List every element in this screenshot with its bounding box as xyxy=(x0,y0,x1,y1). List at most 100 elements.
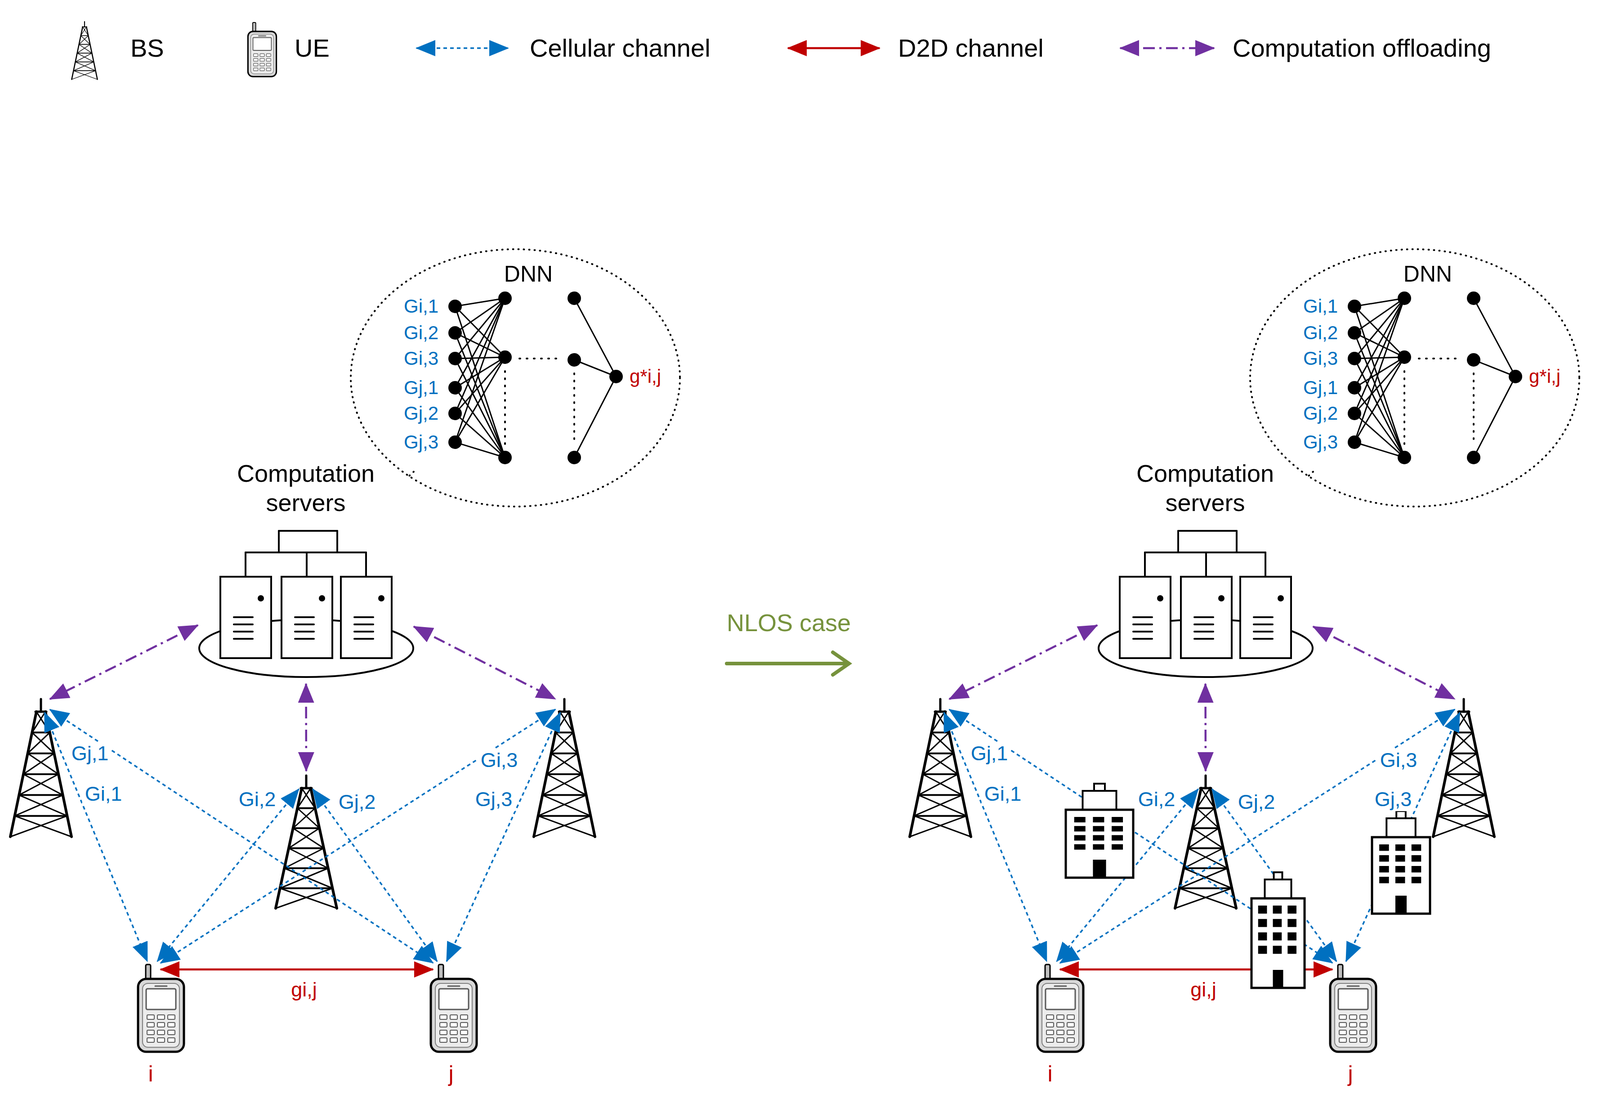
phone-key xyxy=(460,1014,468,1019)
building-window xyxy=(1074,816,1086,823)
network-io-label: Gj,3 xyxy=(1303,431,1338,453)
building-window xyxy=(1287,918,1297,927)
callout-title: DNN xyxy=(1403,261,1453,288)
server-vent xyxy=(233,630,253,633)
server-led xyxy=(378,594,385,602)
server-vent xyxy=(1253,616,1273,618)
phone-key xyxy=(1046,1037,1054,1042)
network-weight xyxy=(455,357,506,388)
tower-strut xyxy=(1437,794,1486,816)
phone-screen xyxy=(1045,988,1076,1010)
building-window xyxy=(1379,865,1390,872)
server-vent xyxy=(1133,623,1153,626)
phone-key xyxy=(157,1029,165,1035)
network-io-label: Gj,1 xyxy=(1303,376,1338,399)
callout-title: DNN xyxy=(504,261,553,288)
tower-strut xyxy=(1192,808,1215,829)
tower-strut xyxy=(1179,887,1233,890)
server-box xyxy=(1180,576,1232,658)
dnn-callout: DNNGi,1Gi,2Gi,3Gj,1Gj,2Gj,3g*i,j xyxy=(348,247,682,509)
phone-body xyxy=(1330,978,1377,1052)
phone-key xyxy=(1056,1014,1064,1019)
dnn-ellipse xyxy=(350,249,680,507)
phone-key xyxy=(253,67,259,71)
server-link xyxy=(1144,551,1210,554)
network-weight xyxy=(1354,332,1405,358)
tower-strut xyxy=(1437,815,1495,837)
tower-strut xyxy=(1446,773,1482,775)
neuron xyxy=(498,350,512,364)
phone-key xyxy=(1339,1014,1347,1019)
building-window xyxy=(1111,825,1123,832)
tower-strut xyxy=(546,773,582,775)
tower-strut xyxy=(1433,815,1490,837)
server-link xyxy=(245,551,311,554)
phone-key xyxy=(1046,1022,1054,1027)
server-link xyxy=(244,552,247,577)
phone-icon xyxy=(138,964,184,1052)
server-heading: Computation servers xyxy=(215,458,396,518)
tower-strut xyxy=(23,773,59,775)
network-weight xyxy=(455,298,506,307)
neuron xyxy=(498,450,512,465)
phone-key xyxy=(147,1029,155,1035)
tower-strut xyxy=(1188,827,1219,849)
tower-strut xyxy=(909,815,967,837)
server-vent xyxy=(1194,637,1214,640)
building-window xyxy=(1258,932,1268,941)
tower-strut xyxy=(288,847,324,850)
building-window xyxy=(1411,876,1422,883)
building-window xyxy=(1074,825,1086,832)
phone-key xyxy=(259,63,265,67)
neuron xyxy=(498,291,512,305)
tower-strut xyxy=(1454,732,1477,753)
building-window xyxy=(1111,844,1123,850)
server-cluster-drawing xyxy=(199,530,414,677)
server-vent xyxy=(1194,616,1214,618)
phone-key xyxy=(1056,1037,1064,1042)
building-window xyxy=(1074,844,1086,850)
tower-strut xyxy=(75,61,94,63)
tower-strut xyxy=(284,848,324,869)
phone-key xyxy=(1349,1037,1357,1042)
base-station xyxy=(555,694,574,713)
channel-gain-label: Gj,1 xyxy=(968,741,1011,765)
base-station-tower xyxy=(533,698,595,837)
tower-strut xyxy=(297,808,320,829)
tower-strut xyxy=(1188,848,1228,869)
phone-screen xyxy=(146,988,176,1010)
phone-key xyxy=(450,1014,458,1019)
d2d-gain-label: gi,j xyxy=(1187,977,1220,1002)
tower-strut xyxy=(275,888,333,909)
building-door xyxy=(1092,859,1106,878)
server-link xyxy=(1264,552,1267,577)
phone-key xyxy=(147,1022,155,1027)
neuron xyxy=(1347,380,1362,395)
tower-strut xyxy=(73,70,96,72)
building-cap xyxy=(1273,871,1283,880)
building-window xyxy=(1395,876,1406,883)
phone-key xyxy=(450,1022,458,1027)
channel-gain-label: Gi,1 xyxy=(82,782,126,806)
tower-strut xyxy=(288,848,329,869)
tower-strut xyxy=(31,711,46,733)
phone-key xyxy=(1056,1022,1064,1027)
legend-text: BS xyxy=(130,33,165,63)
offloading-link xyxy=(413,626,556,699)
phone-key xyxy=(439,1022,447,1027)
network-weight xyxy=(1354,298,1405,307)
tower-strut xyxy=(546,753,578,774)
server-vent xyxy=(294,630,314,633)
server-vent xyxy=(1194,630,1214,633)
phone-key xyxy=(157,1014,165,1019)
phone-face xyxy=(1041,983,1079,1047)
neuron xyxy=(448,326,462,340)
tower-strut xyxy=(14,815,72,837)
network-ellipsis xyxy=(1403,370,1406,446)
tower-strut xyxy=(551,732,574,753)
cellular-channel xyxy=(1056,788,1199,961)
channel-gain-label: Gj,1 xyxy=(68,741,112,765)
building-body xyxy=(1251,898,1305,988)
tower-strut xyxy=(1450,732,1473,753)
